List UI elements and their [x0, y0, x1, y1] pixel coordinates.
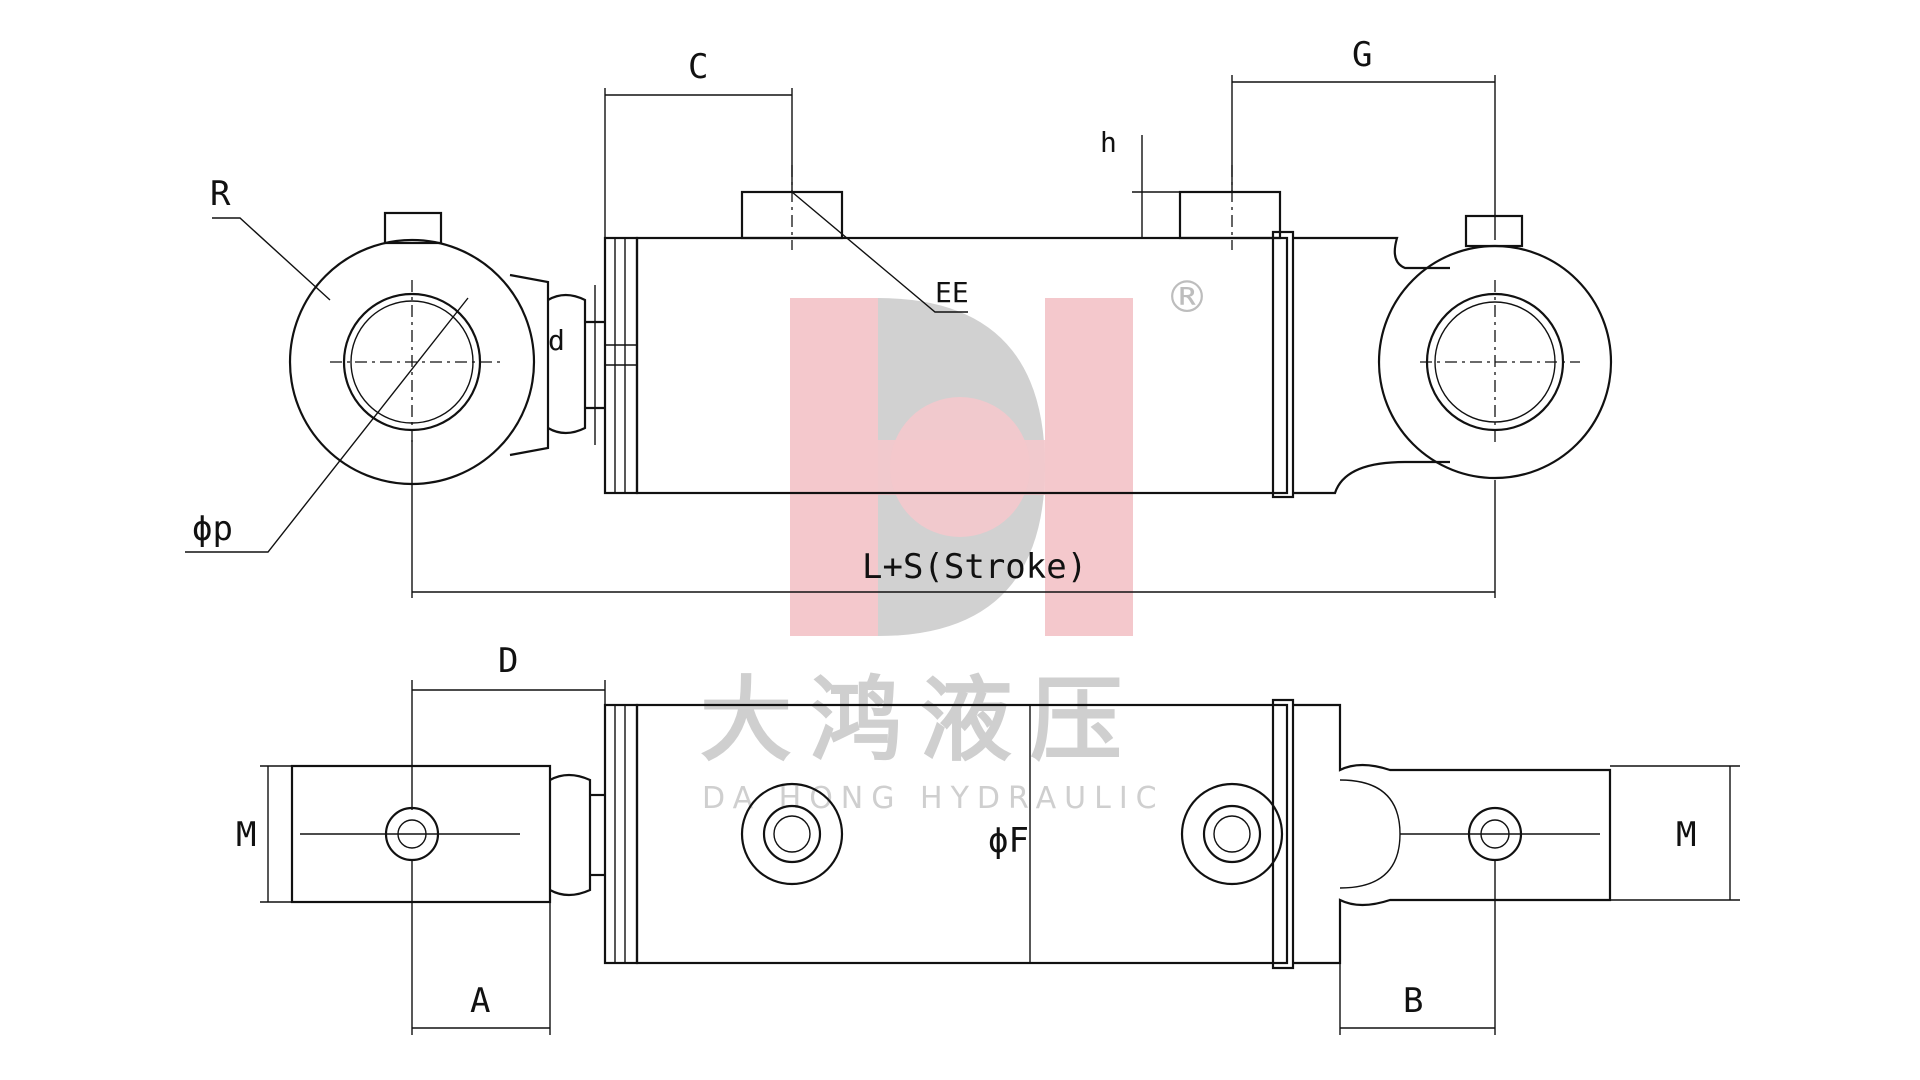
label-g: G [1352, 35, 1372, 75]
label-h: h [1100, 126, 1117, 159]
barrel-end-ring-bottom [1271, 698, 1295, 970]
port-front-rod-end [740, 782, 844, 886]
leader-ee [791, 191, 968, 313]
logo-left-bar [790, 298, 878, 636]
leader-r [212, 217, 331, 301]
label-a: A [470, 981, 490, 1021]
rod-collar-bottom [549, 773, 592, 897]
label-b: B [1403, 981, 1423, 1021]
left-grease-fitting [383, 211, 443, 245]
logo-right-bar [1045, 298, 1133, 636]
gland-nut-bottom [603, 703, 639, 965]
label-d-upper: D [498, 641, 518, 681]
port-ee-cap-end [1178, 190, 1282, 240]
label-l-s-stroke: L+S(Stroke) [862, 547, 1087, 587]
registered-mark: ® [1165, 272, 1209, 323]
brand-logo-watermark: ® [790, 272, 1209, 636]
label-phi-p: ϕp [192, 509, 233, 549]
label-d: d [548, 324, 565, 357]
cylinder-barrel-bottom [635, 703, 1289, 965]
bottom-view: D M ϕF M A B [236, 641, 1740, 1035]
label-phi-f: ϕF [988, 821, 1029, 861]
leader-phi-p [185, 297, 469, 553]
port-front-cap-end [1180, 782, 1284, 886]
rod-collar [547, 293, 587, 435]
label-r: R [210, 174, 231, 214]
cylinder-barrel [635, 236, 1289, 495]
barrel-end-ring [1271, 230, 1295, 499]
cap-end-bottom [1293, 703, 1612, 965]
left-eye-neck [509, 273, 550, 457]
right-grease-fitting [1464, 214, 1524, 248]
cap-end-body [1293, 236, 1450, 495]
top-view: C G h R EE d ϕp L+S(Stroke) [185, 35, 1613, 598]
watermark-english: DA HONG HYDRAULIC [702, 781, 1165, 816]
watermark-chinese: 大鸿液压 [700, 667, 1140, 774]
label-m-right: M [1676, 815, 1696, 855]
left-rod-end-block [290, 764, 552, 904]
label-c: C [688, 47, 708, 87]
label-ee: EE [935, 276, 969, 309]
label-m-left: M [236, 815, 256, 855]
logo-center-circle [890, 397, 1030, 537]
